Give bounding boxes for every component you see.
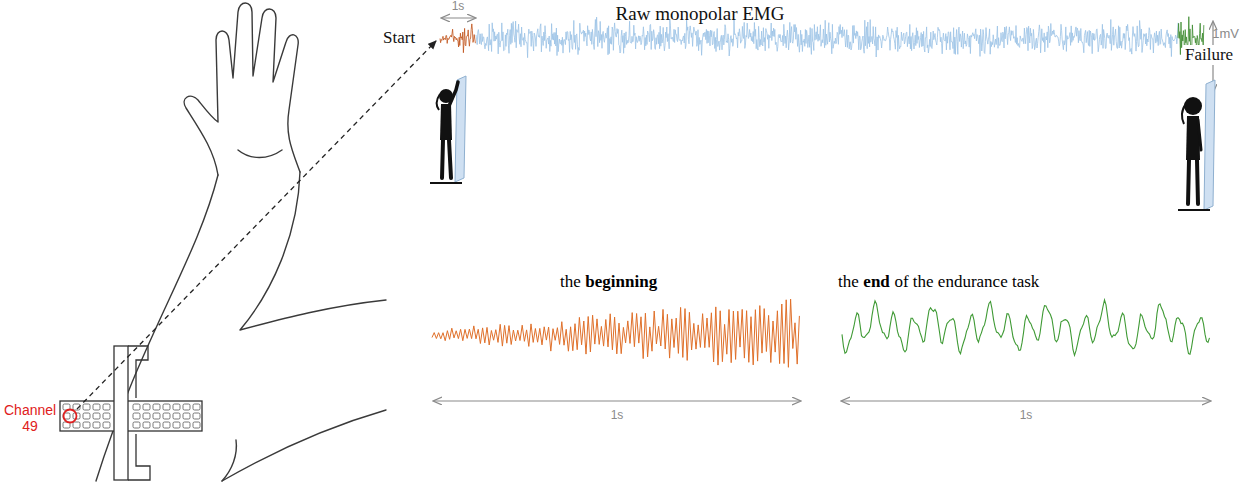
person-resting bbox=[1178, 80, 1215, 210]
caption-row: theendof the endurance task bbox=[838, 272, 1039, 292]
electrode bbox=[133, 404, 140, 410]
electrode bbox=[133, 413, 140, 419]
electrode bbox=[173, 404, 180, 410]
electrode bbox=[103, 422, 110, 428]
electrode bbox=[93, 404, 100, 410]
figure-title: Raw monopolar EMG bbox=[616, 3, 785, 25]
pointer-arrow bbox=[77, 41, 436, 409]
person-pushing bbox=[430, 76, 466, 183]
channel-marker bbox=[64, 410, 77, 423]
zoom-caption: the bbox=[838, 272, 859, 292]
electrode bbox=[163, 413, 170, 419]
time-scale bbox=[442, 17, 475, 18]
caption-row: thebeginning bbox=[560, 272, 657, 292]
electrode bbox=[193, 422, 200, 428]
scale-label: 1mV bbox=[1212, 27, 1239, 42]
emg-zoom-start bbox=[432, 299, 799, 367]
emg-zoom-end bbox=[842, 300, 1210, 355]
time-scale bbox=[434, 400, 800, 401]
arm-sketch bbox=[96, 3, 386, 481]
scale-label: 1s bbox=[452, 0, 465, 14]
zoom-caption: of the endurance task bbox=[894, 272, 1039, 292]
zoom-caption: end bbox=[863, 272, 889, 292]
electrode bbox=[183, 422, 190, 428]
electrode bbox=[143, 413, 150, 419]
zoom-caption: the bbox=[560, 272, 581, 292]
electrode bbox=[173, 413, 180, 419]
time-scale bbox=[842, 400, 1210, 401]
electrode bbox=[143, 404, 150, 410]
electrode bbox=[183, 413, 190, 419]
signal-end: Failure bbox=[1183, 45, 1235, 65]
signal-start: Start bbox=[383, 28, 415, 48]
electrode bbox=[163, 404, 170, 410]
electrode-grid bbox=[60, 346, 202, 480]
electrode bbox=[163, 422, 170, 428]
electrode bbox=[83, 404, 90, 410]
electrode bbox=[103, 413, 110, 419]
electrode bbox=[153, 413, 160, 419]
electrode bbox=[153, 404, 160, 410]
scale-label: 1s bbox=[1020, 409, 1033, 423]
electrode bbox=[103, 404, 110, 410]
electrode bbox=[173, 422, 180, 428]
electrode bbox=[133, 422, 140, 428]
electrode bbox=[183, 404, 190, 410]
electrode bbox=[93, 413, 100, 419]
scale-label: 1s bbox=[611, 409, 624, 423]
channel-label: Channel 49 bbox=[4, 402, 56, 434]
electrode bbox=[153, 422, 160, 428]
electrode bbox=[143, 422, 150, 428]
electrode bbox=[83, 422, 90, 428]
electrode bbox=[73, 422, 80, 428]
electrode bbox=[193, 413, 200, 419]
zoom-caption: beginning bbox=[585, 272, 657, 292]
emg-trace bbox=[476, 17, 1178, 58]
electrode bbox=[83, 413, 90, 419]
emg-start bbox=[440, 24, 475, 53]
electrode bbox=[93, 422, 100, 428]
electrode bbox=[193, 404, 200, 410]
